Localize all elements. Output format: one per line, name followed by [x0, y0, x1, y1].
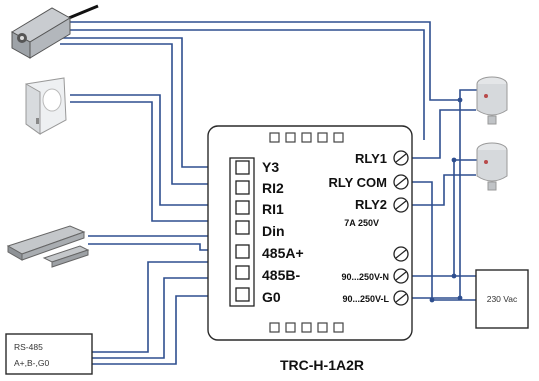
device-outline: [207, 125, 413, 341]
wire-rly1: [412, 109, 476, 159]
wire-rly2: [412, 174, 476, 206]
terminal-pin: [235, 160, 250, 175]
junction-dot: [451, 273, 457, 279]
device-model-label: TRC-H-1A2R: [280, 357, 364, 373]
terminal-label-rly2: RLY2: [355, 197, 387, 212]
door-contact-icon: [6, 225, 90, 268]
top-vents: [269, 132, 344, 143]
relay-rating: 7A 250V: [344, 218, 379, 228]
terminal-label-y3: Y3: [262, 159, 279, 175]
wire-rly-com: [412, 181, 476, 301]
bottom-vents: [269, 322, 344, 333]
wire-power-l: [412, 89, 501, 299]
terminal-pin: [235, 287, 250, 302]
wire-485b: [92, 277, 240, 359]
terminal-label-rly-com: RLY COM: [328, 175, 387, 190]
rs485-label: RS-485: [14, 342, 43, 352]
junction-dot: [457, 97, 463, 103]
terminal-label-power-n: 90...250V-N: [341, 272, 389, 282]
terminal-pin: [235, 244, 250, 259]
wire-ri1: [70, 94, 240, 206]
junction-dot: [451, 157, 457, 163]
terminal-label-485b: 485B-: [262, 267, 300, 283]
rs485-signals: A+,B-,G0: [14, 358, 49, 368]
terminal-label-g0: G0: [262, 289, 281, 305]
junction-dot: [457, 295, 463, 301]
thermal-valve-actuator-icon: [476, 76, 508, 125]
damper-actuator-icon: [11, 4, 99, 59]
terminal-label-power-l: 90...250V-L: [342, 294, 389, 304]
terminal-label-rly1: RLY1: [355, 151, 387, 166]
terminal-pin: [235, 220, 250, 235]
wire-actuator-top-2: [60, 29, 425, 140]
power-supply-label: 230 Vac: [487, 294, 518, 304]
terminal-label-ri2: RI2: [262, 180, 284, 196]
terminal-pin: [235, 180, 250, 195]
wire-ri2: [60, 43, 240, 185]
wires: [60, 21, 501, 365]
terminal-label-485a: 485A+: [262, 245, 304, 261]
terminal-pin: [235, 265, 250, 280]
terminal-label-din: Din: [262, 223, 285, 239]
wire-ri1-b: [70, 101, 240, 222]
motion-sensor-icon: [25, 77, 67, 135]
thermal-valve-actuator-icon: [476, 142, 508, 191]
junction-dot: [429, 297, 435, 303]
rs485-box: RS-485 A+,B-,G0: [5, 333, 93, 375]
terminal-pin: [235, 200, 250, 215]
terminal-label-ri1: RI1: [262, 201, 284, 217]
wire-actuator-top-1: [60, 21, 460, 101]
wire-485a: [92, 261, 240, 353]
controller-device: Y3 RI2 RI1 Din 485A+ 485B- G0 RLY1 RLY C…: [207, 125, 413, 373]
power-supply-box: 230 Vac: [475, 269, 529, 329]
right-screws: [393, 150, 409, 306]
